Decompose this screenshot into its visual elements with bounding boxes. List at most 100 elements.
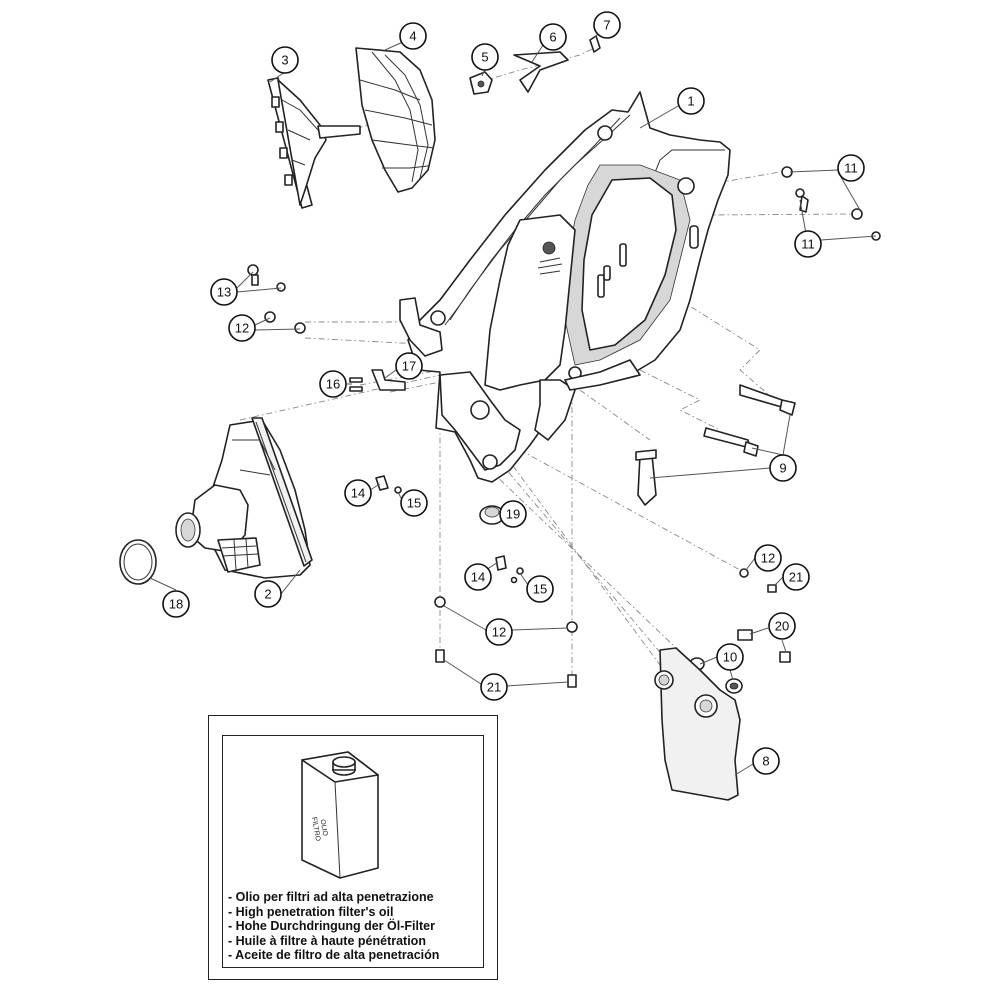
callout-number: 8 (762, 754, 769, 769)
callout-labels: 1234567891011111312161714151914151812212… (162, 11, 865, 775)
callout-circle (593, 11, 621, 39)
callout-number: 9 (779, 461, 786, 476)
callout-15: 15 (400, 489, 428, 517)
callout-circle (228, 314, 256, 342)
callout-4: 4 (399, 22, 427, 50)
callout-circle (471, 43, 499, 71)
callout-1: 1 (677, 87, 705, 115)
callout-circle (485, 618, 513, 646)
callout-circle (271, 46, 299, 74)
callout-number: 19 (506, 507, 520, 522)
callout-12: 12 (754, 544, 782, 572)
callout-circle (769, 454, 797, 482)
callout-number: 12 (235, 321, 249, 336)
legend-english: - High penetration filter's oil (228, 904, 394, 919)
part-18-hose-clamp (119, 539, 157, 585)
callout-11: 11 (837, 154, 865, 182)
legend-french: - Huile à filtre à haute pénétration (228, 933, 426, 948)
callout-14: 14 (344, 479, 372, 507)
fasteners (247, 166, 881, 688)
legend-italian: - Olio per filtri ad alta penetrazione (228, 890, 434, 904)
airbox-housing (399, 91, 731, 483)
callout-12: 12 (485, 618, 513, 646)
callout-17: 17 (395, 352, 423, 380)
callout-circle (400, 489, 428, 517)
callout-15: 15 (526, 575, 554, 603)
foam-air-filter (355, 47, 436, 193)
callout-circle (768, 612, 796, 640)
callout-16: 16 (319, 370, 347, 398)
callout-circle (794, 230, 822, 258)
legend-spanish: - Aceite de filtro de alta penetración (228, 948, 440, 962)
callout-circle (752, 747, 780, 775)
callout-circle (539, 23, 567, 51)
callout-number: 12 (492, 625, 506, 640)
callout-circle (395, 352, 423, 380)
callout-number: 18 (169, 597, 183, 612)
callout-12: 12 (228, 314, 256, 342)
part-5-fastener (469, 71, 493, 95)
callout-14: 14 (464, 563, 492, 591)
callout-circle (210, 278, 238, 306)
callout-number: 13 (217, 285, 231, 300)
callout-21: 21 (480, 673, 508, 701)
callout-number: 4 (409, 29, 416, 44)
part-8-side-panel (654, 647, 741, 801)
callout-circle (254, 580, 282, 608)
callout-circle (480, 673, 508, 701)
callout-13: 13 (210, 278, 238, 306)
callout-number: 3 (281, 53, 288, 68)
callout-number: 14 (471, 570, 485, 585)
legend-german: - Hohe Durchdringung der Öl-Filter (228, 919, 435, 933)
callout-circle (754, 544, 782, 572)
callout-9: 9 (769, 454, 797, 482)
callout-number: 10 (723, 650, 737, 665)
part-6-spring-clip (513, 51, 569, 93)
callout-number: 2 (264, 587, 271, 602)
callout-number: 15 (533, 582, 547, 597)
callout-18: 18 (162, 590, 190, 618)
leader-lines (149, 31, 877, 776)
callout-circle (677, 87, 705, 115)
callout-19: 19 (499, 500, 527, 528)
callout-number: 12 (761, 551, 775, 566)
callout-5: 5 (471, 43, 499, 71)
callout-number: 1 (687, 94, 694, 109)
callout-circle (319, 370, 347, 398)
callout-number: 15 (407, 496, 421, 511)
callout-number: 5 (481, 50, 488, 65)
callout-number: 6 (549, 30, 556, 45)
callout-circle (399, 22, 427, 50)
callout-10: 10 (716, 643, 744, 671)
callout-20: 20 (768, 612, 796, 640)
callout-6: 6 (539, 23, 567, 51)
callout-circle (162, 590, 190, 618)
callout-8: 8 (752, 747, 780, 775)
callout-2: 2 (254, 580, 282, 608)
filter-cage (267, 77, 361, 209)
callout-number: 11 (844, 161, 858, 176)
callout-number: 11 (801, 237, 815, 252)
callout-number: 16 (326, 377, 340, 392)
intake-boot (175, 417, 313, 579)
callout-number: 14 (351, 486, 365, 501)
callout-number: 21 (789, 570, 803, 585)
callout-circle (499, 500, 527, 528)
callout-circle (464, 563, 492, 591)
callout-circle (526, 575, 554, 603)
callout-circle (837, 154, 865, 182)
callout-number: 20 (775, 619, 789, 634)
callout-3: 3 (271, 46, 299, 74)
callout-11: 11 (794, 230, 822, 258)
part-9-drain-tubes (635, 384, 796, 506)
callout-circle (344, 479, 372, 507)
callout-7: 7 (593, 11, 621, 39)
callout-number: 21 (487, 680, 501, 695)
filter-oil-legend: - Olio per filtri ad alta penetrazione -… (228, 890, 439, 963)
callout-number: 7 (603, 18, 610, 33)
callout-21: 21 (782, 563, 810, 591)
callout-number: 17 (402, 359, 416, 374)
part-17-bracket (371, 369, 406, 391)
callout-circle (782, 563, 810, 591)
